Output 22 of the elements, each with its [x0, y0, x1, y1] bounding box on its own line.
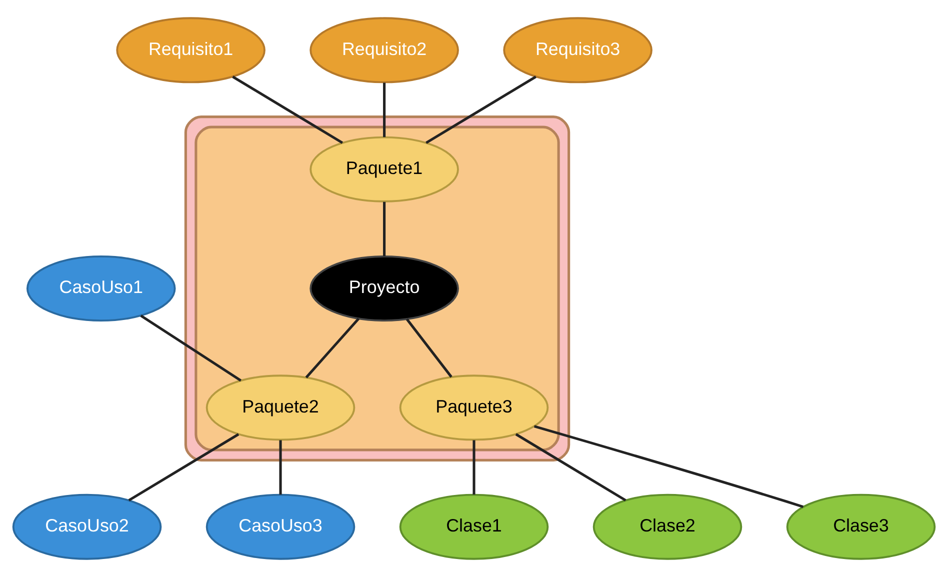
node-ellipse: CasoUso3: [206, 494, 356, 560]
connector: [305, 318, 360, 378]
node-ellipse: Clase1: [399, 494, 549, 560]
connector: [140, 314, 242, 382]
node-ellipse: Clase2: [592, 494, 742, 560]
connector: [406, 318, 452, 378]
node-ellipse: Clase3: [786, 494, 936, 560]
connector: [515, 433, 626, 502]
node-ellipse: Requisito3: [503, 17, 652, 84]
connector: [383, 82, 386, 138]
node-ellipse: Requisito1: [116, 17, 266, 84]
node-ellipse: Paquete2: [206, 374, 356, 441]
connector: [472, 440, 476, 495]
node-ellipse: CasoUso2: [12, 494, 162, 560]
node-ellipse: Paquete3: [399, 374, 549, 441]
node-ellipse: CasoUso1: [26, 256, 176, 322]
connector: [383, 202, 386, 256]
connector: [534, 425, 804, 508]
connector: [279, 440, 282, 495]
node-ellipse: Paquete1: [310, 136, 459, 202]
node-ellipse: Proyecto: [310, 256, 459, 322]
node-ellipse: Requisito2: [310, 17, 459, 84]
